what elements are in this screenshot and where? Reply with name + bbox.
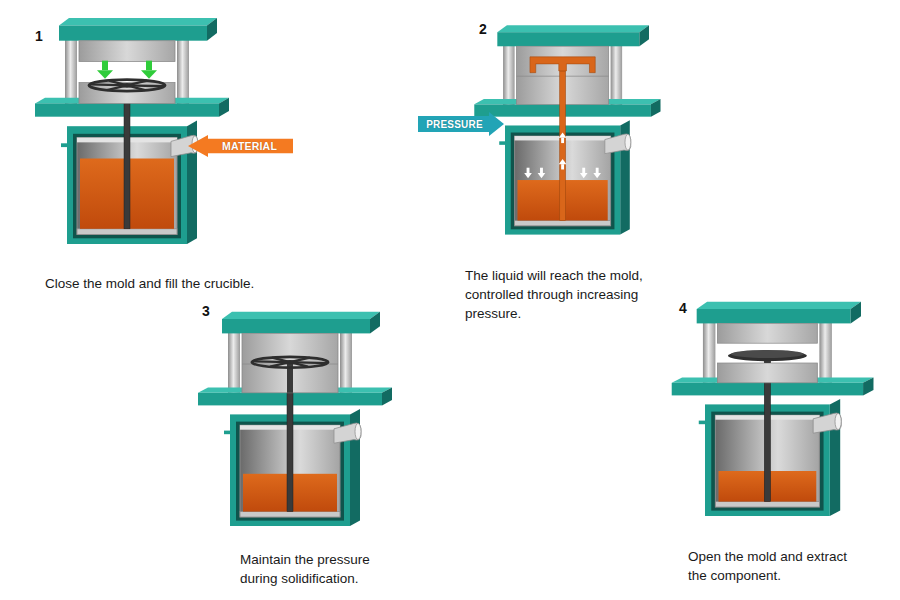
mold-upper-half [79,41,175,62]
pressure-arrow [524,168,532,179]
pressure-arrow [559,133,567,144]
arrow-outline [418,112,504,136]
pressure-arrow [559,159,567,170]
step-number: 4 [679,300,703,316]
step-three-machine [198,312,392,526]
step-caption: The liquid will reach the mold, controll… [465,266,670,323]
mold-runner [530,57,595,73]
mold-closed [242,333,338,392]
pressure-arrow: PRESSURE [418,112,504,136]
step-number: 2 [479,21,503,37]
step-one-machine [35,18,229,244]
wheel-part [252,357,328,368]
pressure-arrow [593,168,601,179]
wheel-part [89,80,165,91]
step-caption: Maintain the pressure during solidificat… [240,550,390,588]
cast-component [728,350,807,361]
step-number: 3 [202,303,226,319]
casting-machine [35,18,229,244]
step-two-machine [474,25,660,234]
rising-metal [560,71,566,221]
arrow-label: MATERIAL [222,140,277,152]
riser-tube [124,86,130,229]
pressure-arrow [580,168,588,179]
closing-arrow [97,61,113,79]
arrow-outline [188,135,293,157]
casting-machine [672,302,874,516]
step-four-machine [672,302,874,516]
arrow-label: PRESSURE [426,119,483,130]
casting-machine [198,312,392,526]
mold-lower-half [717,363,817,383]
step-caption: Close the mold and fill the crucible. [45,274,365,293]
step-number: 1 [35,28,59,44]
mold-upper-half [717,323,817,343]
step-caption: Open the mold and extract the component. [688,547,860,585]
pressure-arrow [538,168,546,179]
closing-arrow [141,61,157,79]
riser-tube [287,364,293,512]
material-arrow: MATERIAL [188,135,293,157]
casting-machine [474,25,660,234]
